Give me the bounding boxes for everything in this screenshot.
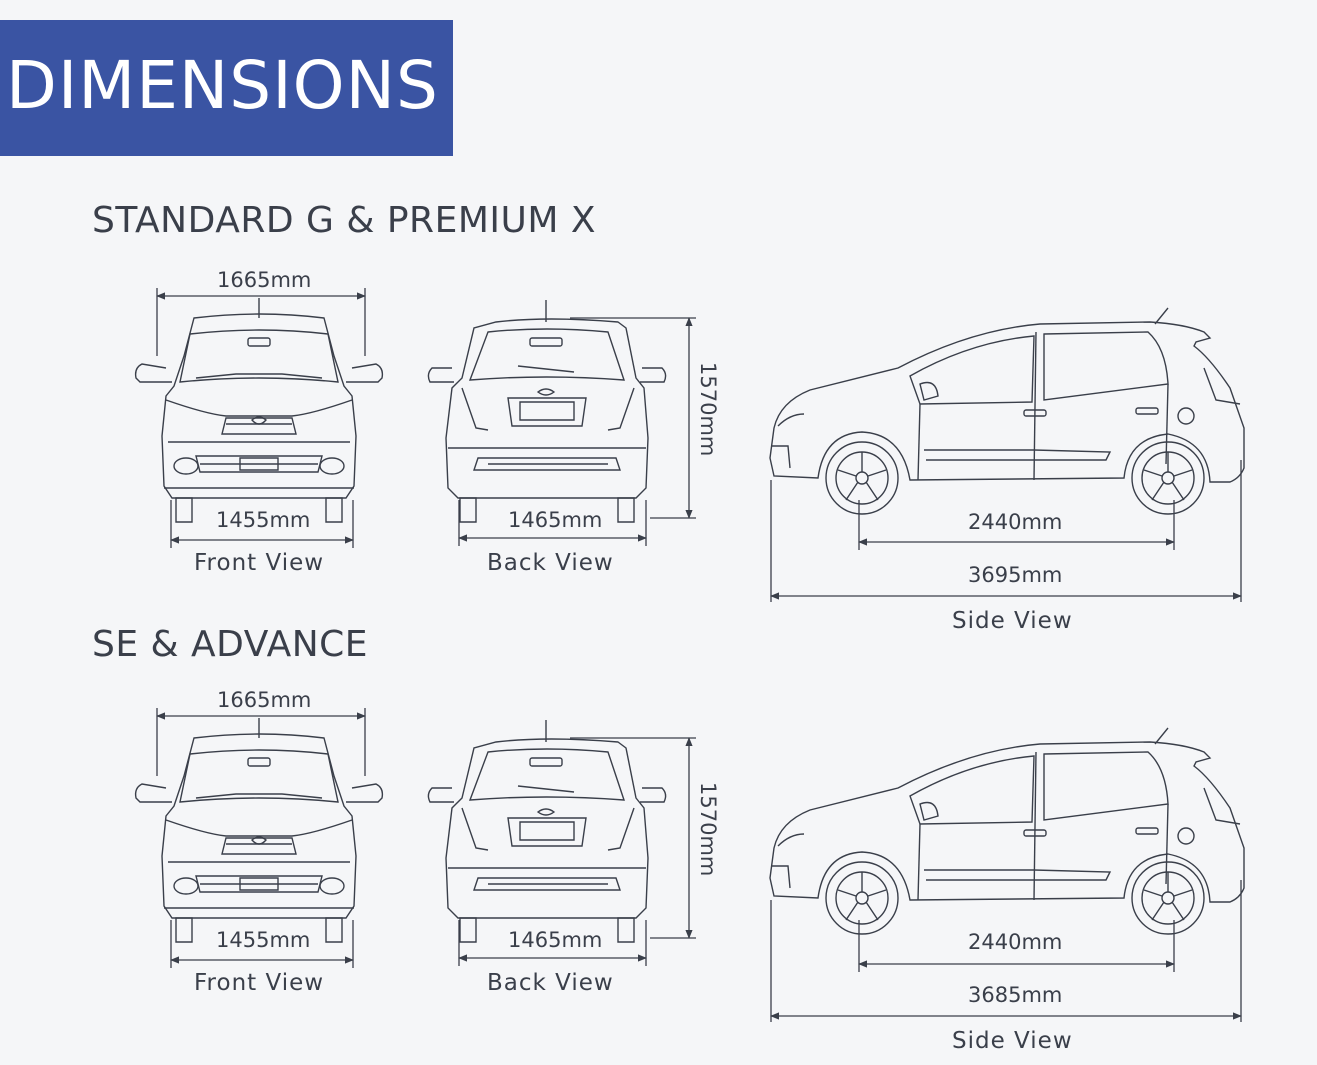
title-banner: DIMENSIONS xyxy=(0,20,453,156)
front-view-caption-1: Front View xyxy=(194,550,325,576)
page-title: DIMENSIONS xyxy=(6,47,439,124)
side-length-label-1: 3695mm xyxy=(968,563,1063,587)
section-title-se: SE & ADVANCE xyxy=(92,624,369,665)
side-view-car-2 xyxy=(769,727,1245,935)
back-track-label-2: 1465mm xyxy=(508,928,603,952)
front-view-caption-2: Front View xyxy=(194,970,325,996)
side-length-label-2: 3685mm xyxy=(968,983,1063,1007)
section-title-standard: STANDARD G & PREMIUM X xyxy=(92,200,597,241)
back-height-label-1: 1570mm xyxy=(696,362,720,457)
front-view-car-1 xyxy=(134,297,384,523)
side-wheelbase-label-2: 2440mm xyxy=(968,930,1063,954)
front-track-label-2: 1455mm xyxy=(216,928,311,952)
back-track-label-1: 1465mm xyxy=(508,508,603,532)
front-track-label-1: 1455mm xyxy=(216,508,311,532)
side-wheelbase-label-1: 2440mm xyxy=(968,510,1063,534)
side-view-caption-1: Side View xyxy=(952,608,1073,634)
front-view-car-2 xyxy=(134,717,384,943)
back-view-caption-1: Back View xyxy=(487,550,614,576)
side-view-caption-2: Side View xyxy=(952,1028,1073,1054)
front-width-label-2: 1665mm xyxy=(217,688,312,712)
back-view-car-2 xyxy=(427,719,667,943)
back-height-label-2: 1570mm xyxy=(696,782,720,877)
back-view-caption-2: Back View xyxy=(487,970,614,996)
front-width-label-1: 1665mm xyxy=(217,268,312,292)
side-view-car-1 xyxy=(769,307,1245,515)
back-view-car-1 xyxy=(427,299,667,523)
